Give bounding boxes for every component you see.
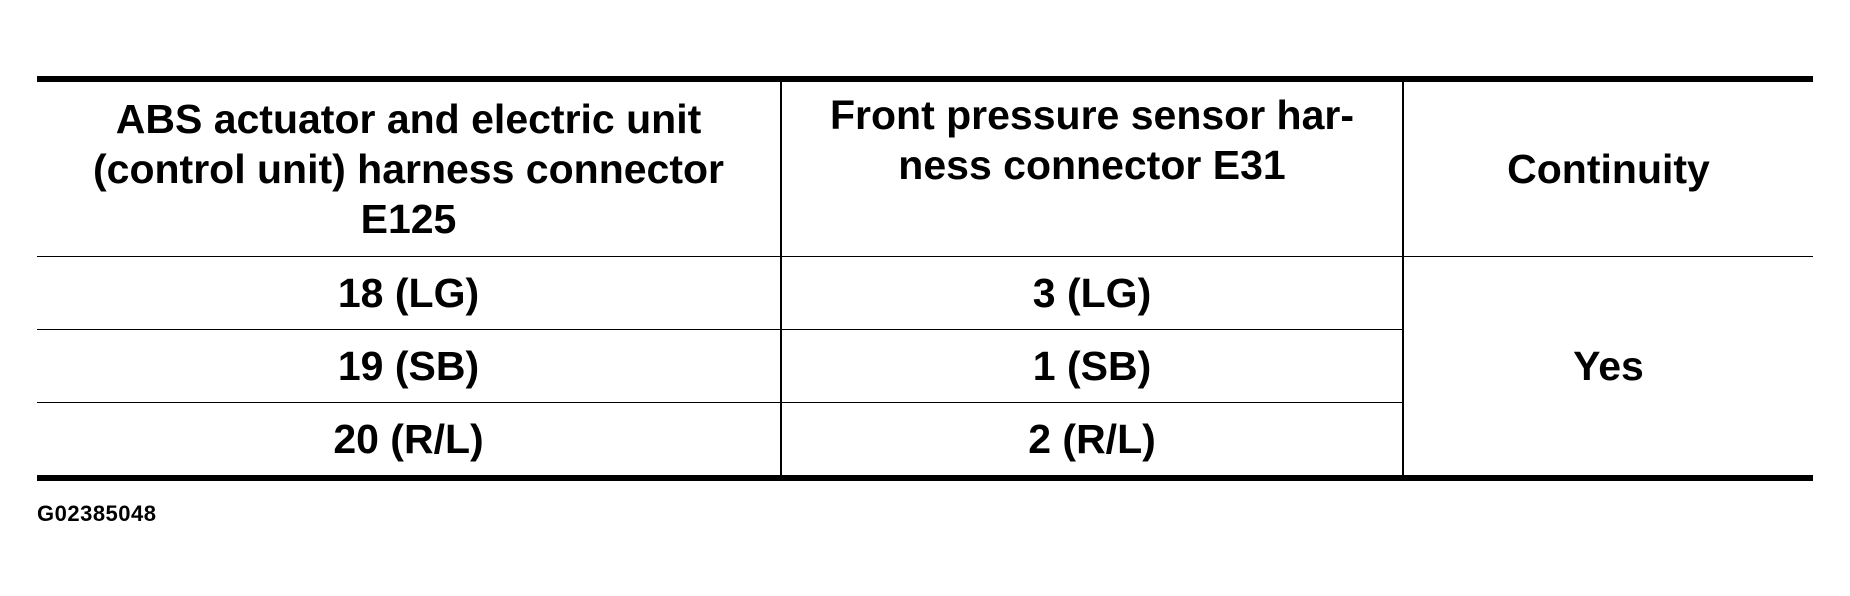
table-header-row: ABS actuator and electric unit (control … [37, 78, 1813, 257]
cell-e125-terminal: 19 (SB) [37, 329, 782, 403]
cell-e31-terminal: 2 (R/L) [780, 402, 1403, 479]
cell-continuity-result: Yes [1402, 256, 1813, 479]
cell-e125-terminal: 18 (LG) [37, 256, 782, 330]
header-line: (control unit) harness connector [93, 146, 724, 192]
connector-check-table-container: ABS actuator and electric unit (control … [37, 76, 1813, 481]
figure-id: G02385048 [37, 501, 157, 526]
header-line: ABS actuator and electric unit [115, 96, 702, 142]
table-row: 18 (LG) 3 (LG) Yes [37, 256, 1813, 479]
header-line: E125 [360, 196, 457, 242]
header-front-pressure-sensor-e31: Front pressure sensor har- ness connecto… [780, 78, 1404, 257]
header-line: ness connector E31 [898, 142, 1286, 188]
cell-e31-terminal: 3 (LG) [780, 256, 1404, 330]
connector-check-table: ABS actuator and electric unit (control … [37, 76, 1813, 481]
cell-e31-terminal: 1 (SB) [780, 329, 1403, 403]
table-row: 19 (SB) 1 (SB) [37, 329, 1813, 403]
header-continuity: Continuity [1402, 78, 1813, 257]
table-row: 20 (R/L) 2 (R/L) [37, 402, 1813, 479]
cell-e125-terminal: 20 (R/L) [37, 402, 782, 479]
header-abs-connector-e125: ABS actuator and electric unit (control … [37, 78, 782, 257]
header-line: Front pressure sensor har- [829, 92, 1355, 138]
